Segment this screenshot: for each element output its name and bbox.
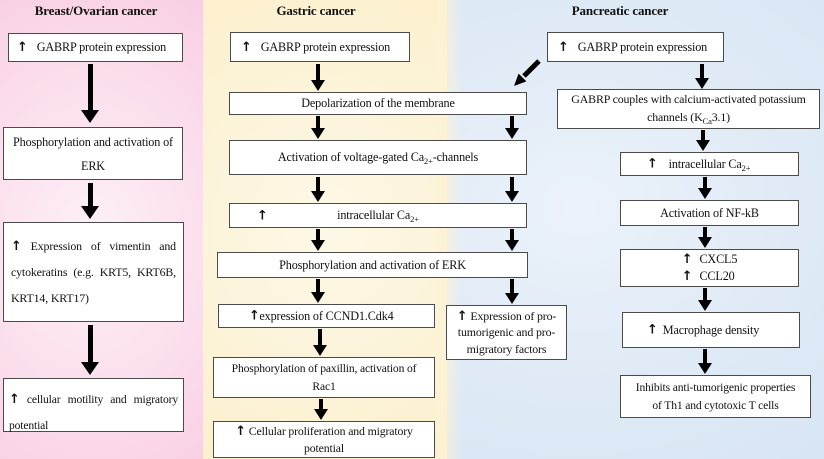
down-arrow-icon — [311, 279, 325, 303]
box-label: Activation of NF-kB — [660, 205, 759, 220]
box-label: Expression of vimentin and cytokeratins … — [11, 239, 176, 305]
box-line: ERK — [81, 158, 105, 173]
breast-motility-box: ↑ cellular motility and migratory potent… — [3, 378, 184, 432]
down-arrow-icon — [81, 325, 99, 375]
breast-column-title: Breast/Ovarian cancer — [34, 3, 158, 18]
up-arrow-icon: ↑ — [9, 392, 20, 407]
box-line: potential — [304, 440, 344, 455]
down-arrow-icon — [505, 279, 519, 304]
up-arrow-icon: ↑ — [681, 252, 693, 267]
down-arrow-icon — [505, 116, 519, 139]
pancreatic-th1-inhibition-box: Inhibits anti-tumorigenic properties of … — [620, 375, 811, 418]
down-arrow-icon — [695, 64, 709, 89]
box-label: expression of CCND1.Cdk4 — [259, 308, 394, 323]
box-label: Activation of voltage-gated Ca2+-channel… — [277, 150, 479, 166]
down-arrow-icon — [698, 227, 712, 248]
pancreatic-gabrp-expression-box: ↑ GABRP protein expression — [547, 32, 724, 62]
up-arrow-icon: ↑ — [257, 208, 268, 223]
down-arrow-icon — [314, 399, 328, 420]
up-arrow-icon: ↑ — [235, 423, 246, 439]
down-arrow-icon — [698, 288, 712, 311]
box-label: GABRP protein expression — [36, 40, 167, 54]
box-line: ↑ Cellular proliferation and migratory — [235, 423, 413, 439]
pancreatic-kca-channels-box: GABRP couples with calcium-activated pot… — [557, 89, 820, 129]
box-label: Macrophage density — [662, 322, 760, 337]
gastric-proliferation-box: ↑ Cellular proliferation and migratory p… — [213, 421, 435, 458]
diagonal-down-left-arrow-icon — [514, 59, 541, 86]
box-line: of Th1 and cytotoxic T cells — [652, 398, 779, 412]
breast-vimentin-cytokeratins-box: ↑ Expression of vimentin and cytokeratin… — [3, 222, 184, 322]
up-arrow-icon: ↑ — [558, 39, 569, 55]
breast-erk-box: Phosphorylation and activation of ERK — [3, 127, 183, 180]
box-line: Phosphorylation of paxillin, activation … — [231, 361, 417, 375]
down-arrow-icon — [311, 229, 325, 251]
gastric-ccnd1-cdk4-box: ↑ expression of CCND1.Cdk4 — [218, 304, 435, 328]
chemokine-list: ↑CXCL5 ↑CCL20 — [682, 251, 738, 285]
down-arrow-icon — [311, 116, 325, 139]
box-line: Inhibits anti-tumorigenic properties — [635, 380, 796, 394]
down-arrow-icon — [311, 64, 325, 91]
box-label: intracellular Ca2+ — [337, 208, 419, 224]
down-arrow-icon — [698, 349, 712, 374]
down-arrow-icon — [81, 183, 99, 219]
up-arrow-icon: ↑ — [647, 322, 658, 338]
box-line: Rac1 — [312, 379, 336, 393]
up-arrow-icon: ↑ — [681, 269, 693, 284]
box-label: Depolarization of the membrane — [301, 96, 455, 110]
box-label: cellular motility and migratory potentia… — [9, 393, 179, 432]
gastric-paxillin-rac1-box: Phosphorylation of paxillin, activation … — [213, 357, 435, 398]
box-line: Phosphorylation and activation of — [13, 134, 173, 149]
gastric-intracellular-ca-box: ↑ intracellular Ca2+ — [229, 203, 527, 228]
down-arrow-icon — [311, 177, 325, 202]
pancreatic-intracellular-ca-box: ↑ intracellular Ca2+ — [620, 152, 799, 176]
box-line: GABRP couples with calcium-activated pot… — [571, 92, 806, 106]
gastric-gabrp-expression-box: ↑ GABRP protein expression — [230, 32, 410, 62]
box-line: ↑CCL20 — [681, 269, 735, 284]
up-arrow-icon: ↑ — [17, 40, 28, 55]
box-label: Phosphorylation and activation of ERK — [279, 257, 466, 272]
gastric-erk-box: Phosphorylation and activation of ERK — [217, 252, 528, 278]
up-arrow-icon: ↑ — [249, 308, 260, 324]
down-arrow-icon — [505, 229, 519, 251]
down-arrow-icon — [505, 177, 519, 202]
breast-gabrp-expression-box: ↑ GABRP protein expression — [8, 33, 183, 62]
pancreatic-macrophage-box: ↑ Macrophage density — [622, 312, 800, 348]
pancreatic-column-title: Pancreatic cancer — [571, 3, 669, 18]
up-arrow-icon: ↑ — [647, 156, 658, 172]
column-blend-strip — [437, 0, 463, 459]
box-line: channels (KCa3.1) — [647, 109, 730, 126]
up-arrow-icon: ↑ — [241, 39, 252, 55]
box-label: intracellular Ca2+ — [668, 156, 751, 173]
pancreatic-cxcl5-ccl20-box: ↑CXCL5 ↑CCL20 — [620, 249, 799, 287]
gastric-voltage-channels-box: Activation of voltage-gated Ca2+-channel… — [229, 140, 527, 175]
up-arrow-icon: ↑ — [11, 239, 22, 254]
box-label: GABRP protein expression — [577, 39, 708, 54]
box-label: ↑ Expression of pro-tumorigenic and pro-… — [456, 308, 557, 356]
pancreatic-nfkb-box: Activation of NF-kB — [620, 200, 799, 226]
pro-tumorigenic-factors-box: ↑ Expression of pro-tumorigenic and pro-… — [446, 305, 567, 360]
down-arrow-icon — [696, 130, 710, 151]
up-arrow-icon: ↑ — [456, 308, 468, 324]
down-arrow-icon — [698, 177, 712, 199]
gastric-column-title: Gastric cancer — [276, 3, 356, 18]
box-line: ↑CXCL5 — [681, 252, 738, 267]
down-arrow-icon — [313, 329, 327, 356]
box-label: GABRP protein expression — [260, 39, 391, 54]
gastric-depolarization-box: Depolarization of the membrane — [229, 92, 527, 115]
down-arrow-icon — [81, 64, 99, 123]
